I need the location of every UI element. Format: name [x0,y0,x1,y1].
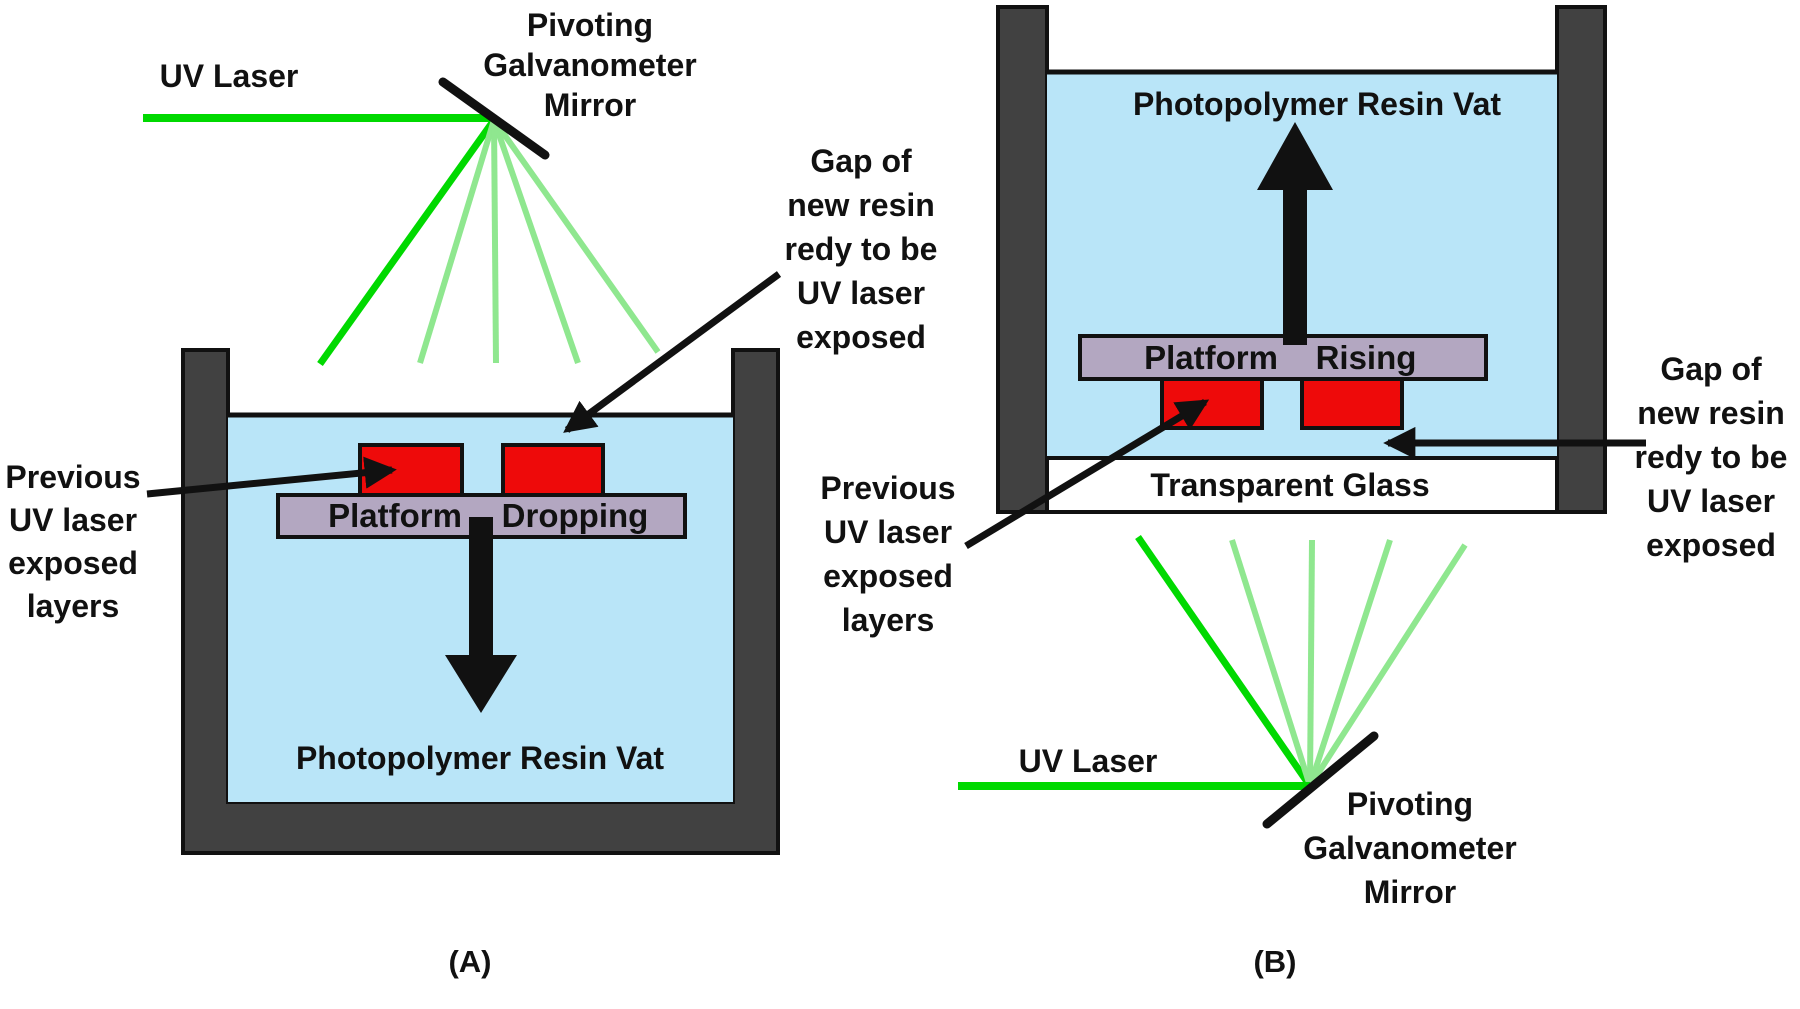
platform-word-a: Platform [328,497,462,534]
galvo-mirror-a [438,77,550,160]
arrow-previous-layers-b [964,399,1210,549]
arrow-previous-layers-a [146,456,397,498]
caption-a: (A) [448,944,492,979]
laser-scan-ghost-b4 [1307,543,1468,788]
cured-layer-b-right [1300,377,1404,430]
laser-scan-active-a [317,117,497,367]
platform-word-b: Platform [1144,338,1278,376]
laser-scan-ghost-a3 [491,119,581,364]
laser-scan-ghost-a1 [417,119,497,364]
cured-layer-a-right [501,443,605,497]
glass-label-b: Transparent Glass [1150,467,1430,503]
laser-scan-ghost-a4 [491,118,661,354]
uv-laser-label-a: UV Laser [159,58,299,94]
laser-scan-ghost-b3 [1307,539,1393,787]
laser-scan-ghost-b1 [1229,539,1313,787]
vat-label-a: Photopolymer Resin Vat [295,740,665,776]
uv-laser-label-b: UV Laser [1018,743,1158,779]
caption-b: (B) [1253,944,1297,979]
motion-word-b: Rising [1315,338,1417,376]
vat-wall-b-left [996,5,1049,514]
vat-label-b: Photopolymer Resin Vat [1132,86,1502,122]
laser-scan-active-b [1135,535,1313,788]
platform-text-b: Platform Rising [1080,336,1486,379]
motion-word-a: Dropping [501,497,649,534]
motion-arrow-up [1257,122,1333,345]
glass-base-b [1045,456,1559,514]
platform-text-a: Platform Dropping [278,495,685,537]
arrow-resin-gap-a [563,271,782,433]
laser-scan-ghost-b2 [1307,539,1315,787]
vat-wall-b-right [1555,5,1607,514]
galvo-mirror-b [1262,731,1379,829]
laser-scan-ghost-a2 [491,119,499,364]
motion-arrow-down [445,517,517,713]
